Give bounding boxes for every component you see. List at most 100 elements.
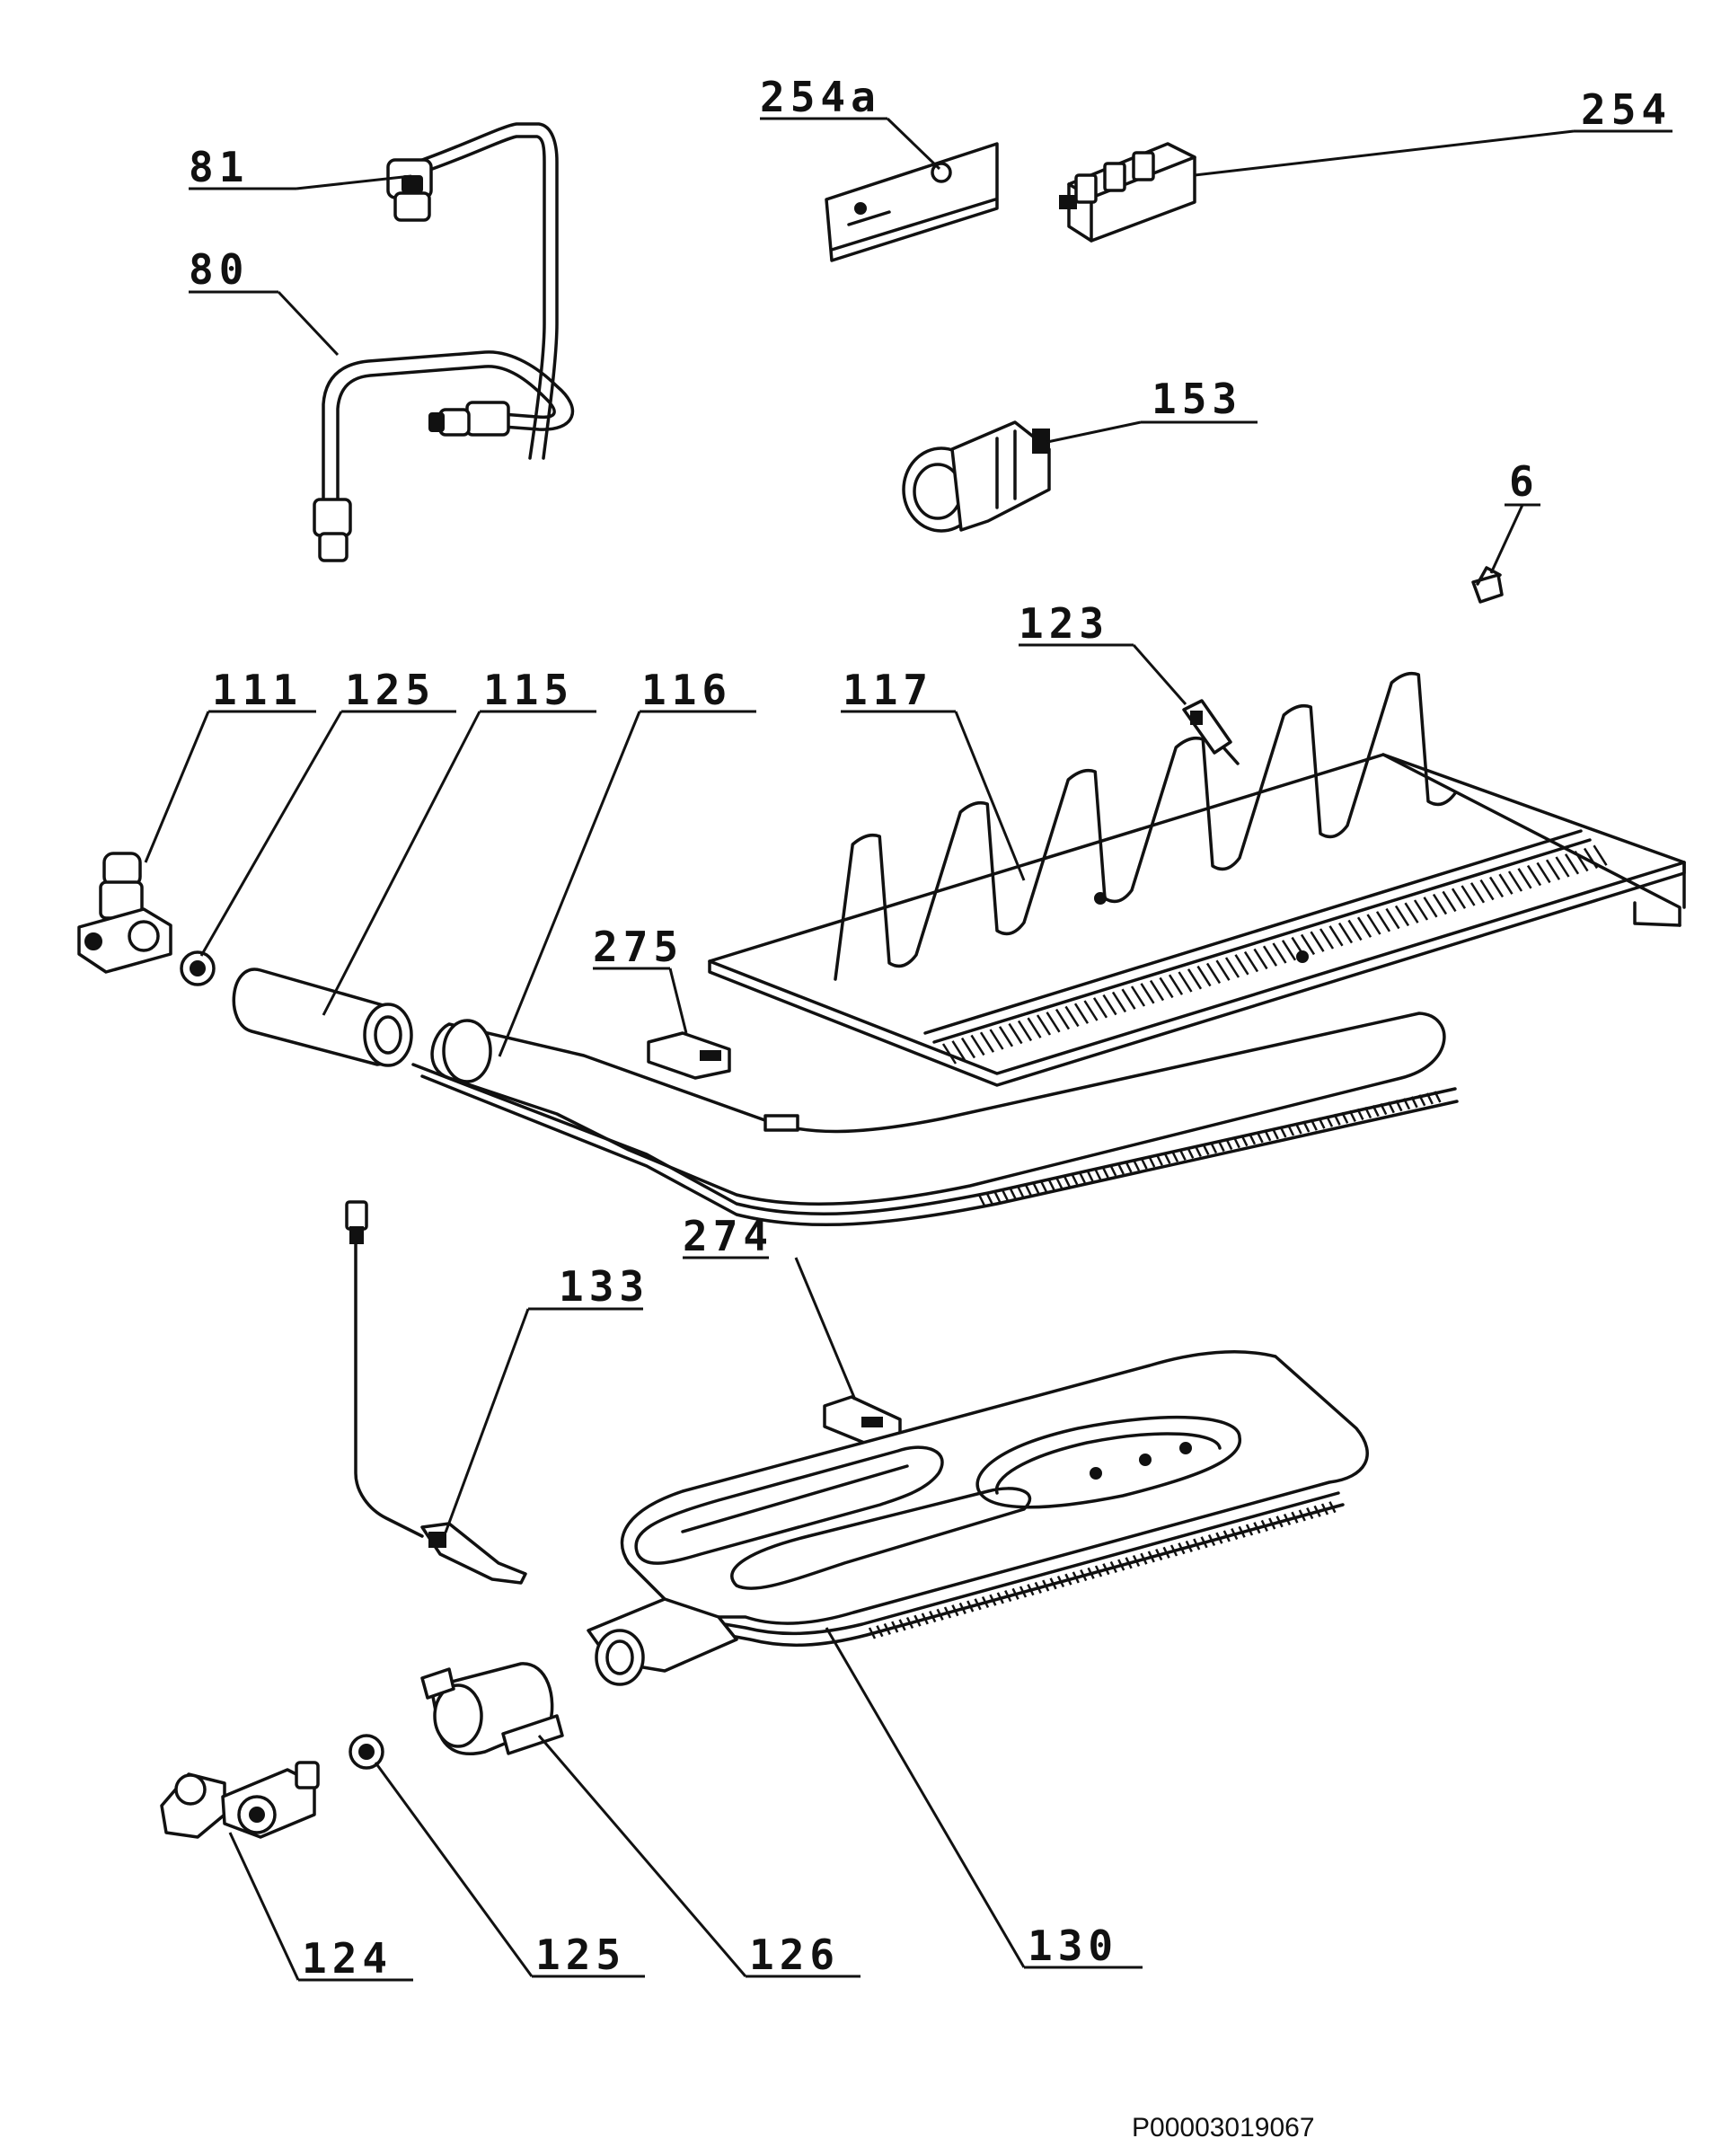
grill-hatch-line — [1432, 893, 1448, 915]
part-81-pipe — [386, 122, 559, 460]
part-254-switch-block — [1059, 142, 1196, 243]
grill-hatch-line — [1187, 968, 1203, 990]
oven-port-line — [1094, 1565, 1103, 1577]
grill-hatch-line — [1092, 997, 1108, 1019]
grill-hatch-line — [1526, 864, 1542, 887]
part-125-nozzle-bottom — [349, 1734, 384, 1770]
burner-port-line — [1310, 1118, 1318, 1131]
grill-hatch-line — [1262, 945, 1278, 967]
part-123-electrode — [1182, 699, 1240, 765]
burner-port-line — [1348, 1109, 1356, 1122]
oven-port-line — [996, 1592, 1004, 1604]
oven-port-line — [1193, 1538, 1201, 1551]
grill-hatch-line — [1300, 933, 1316, 956]
burner-port-line — [1286, 1124, 1295, 1136]
grill-hatch-line — [1536, 862, 1551, 884]
oven-port-line — [1231, 1528, 1239, 1541]
burner-port-line — [1148, 1155, 1156, 1168]
oven-port-line — [1042, 1579, 1050, 1592]
grill-hatch-line — [1083, 1000, 1099, 1021]
burner-port-line — [1140, 1157, 1148, 1170]
grill-hatch-line — [951, 1040, 966, 1062]
grill-hatch-line — [1517, 868, 1532, 889]
grill-hatch-line — [1461, 885, 1476, 906]
label-123: 123 — [1019, 599, 1109, 648]
grill-hatch-line — [1498, 873, 1514, 895]
burner-port-line — [1125, 1161, 1133, 1173]
label-275: 275 — [593, 923, 684, 971]
burner-port-line — [1325, 1115, 1334, 1127]
burner-port-line — [1302, 1120, 1311, 1133]
burner-port-line — [1086, 1170, 1094, 1182]
burner-port-line — [1318, 1117, 1326, 1129]
oven-port-line — [1155, 1549, 1163, 1561]
part-117-grill-plate — [708, 671, 1686, 1087]
grill-hatch-line — [1479, 879, 1495, 901]
oven-port-line — [1306, 1507, 1314, 1520]
oven-port-line — [1125, 1557, 1133, 1569]
oven-port-line — [1027, 1584, 1035, 1596]
burner-port-line — [1425, 1092, 1434, 1105]
part-125-nozzle-top — [180, 950, 216, 986]
oven-port-line — [929, 1611, 937, 1623]
part-130-oven-burner — [587, 1350, 1369, 1686]
part-111-valve — [77, 852, 172, 974]
burner-port-line — [1410, 1096, 1418, 1109]
grill-hatch-line — [1008, 1022, 1023, 1045]
burner-port-line — [1225, 1138, 1233, 1151]
burner-port-line — [1387, 1101, 1395, 1114]
oven-port-line — [913, 1614, 922, 1627]
grill-hatch-line — [1224, 957, 1240, 978]
burner-port-line — [1294, 1122, 1302, 1135]
burner-port-line — [1039, 1180, 1047, 1192]
oven-port-line — [981, 1595, 990, 1609]
leader-lines — [144, 117, 1672, 1982]
document-id: P00003019067 — [1132, 2113, 1315, 2143]
grill-hatch-line — [1583, 847, 1599, 870]
burner-port-line — [1232, 1136, 1240, 1149]
oven-port-line — [891, 1621, 899, 1633]
oven-port-line — [1102, 1563, 1110, 1576]
oven-port-line — [1109, 1560, 1117, 1573]
oven-port-line — [1260, 1519, 1268, 1532]
oven-port-line — [1004, 1590, 1012, 1603]
grill-heating-coil — [834, 671, 1457, 981]
oven-port-line — [1087, 1567, 1095, 1579]
burner-port-line — [1240, 1135, 1249, 1147]
grill-hatch-line — [1243, 950, 1259, 973]
oven-port-line — [951, 1604, 959, 1617]
oven-port-line — [1185, 1540, 1193, 1552]
burner-port-line — [1333, 1113, 1341, 1126]
burner-port-line — [1178, 1148, 1187, 1161]
oven-port-line — [1011, 1587, 1019, 1600]
oven-port-line — [1178, 1542, 1186, 1555]
burner-port-line — [1093, 1168, 1102, 1180]
grill-hatch-line — [1394, 905, 1410, 927]
grill-hatch-line — [1159, 976, 1174, 999]
grill-hatch-line — [1140, 983, 1155, 1004]
grill-hatch-line — [1064, 1005, 1080, 1028]
grill-hatch-line — [1234, 954, 1249, 976]
oven-port-line — [1291, 1511, 1299, 1524]
burner-port-line — [1063, 1174, 1071, 1188]
label-124: 124 — [302, 1934, 393, 1983]
grill-hatch-line — [1451, 888, 1467, 909]
oven-port-line — [868, 1627, 877, 1639]
grill-hatch-line — [1366, 914, 1381, 935]
grill-hatch-line — [1121, 988, 1136, 1010]
oven-port-line — [936, 1608, 944, 1621]
oven-port-line — [1080, 1569, 1088, 1582]
grill-lower-hatch — [941, 844, 1608, 1065]
oven-port-line — [1117, 1559, 1125, 1571]
label-254: 254 — [1581, 85, 1672, 134]
label-125-top: 125 — [345, 666, 436, 714]
grill-hatch-line — [1385, 907, 1400, 930]
grill-hatch-line — [1055, 1008, 1071, 1030]
burner-port-line — [1032, 1181, 1040, 1194]
grill-hatch-line — [1253, 948, 1268, 970]
part-254a-bracket — [825, 142, 999, 262]
grill-hatch-line — [1356, 916, 1372, 938]
grill-hatch-line — [1423, 897, 1438, 918]
part-153-knob — [902, 420, 1051, 533]
oven-burner-flame-ports — [868, 1501, 1337, 1639]
